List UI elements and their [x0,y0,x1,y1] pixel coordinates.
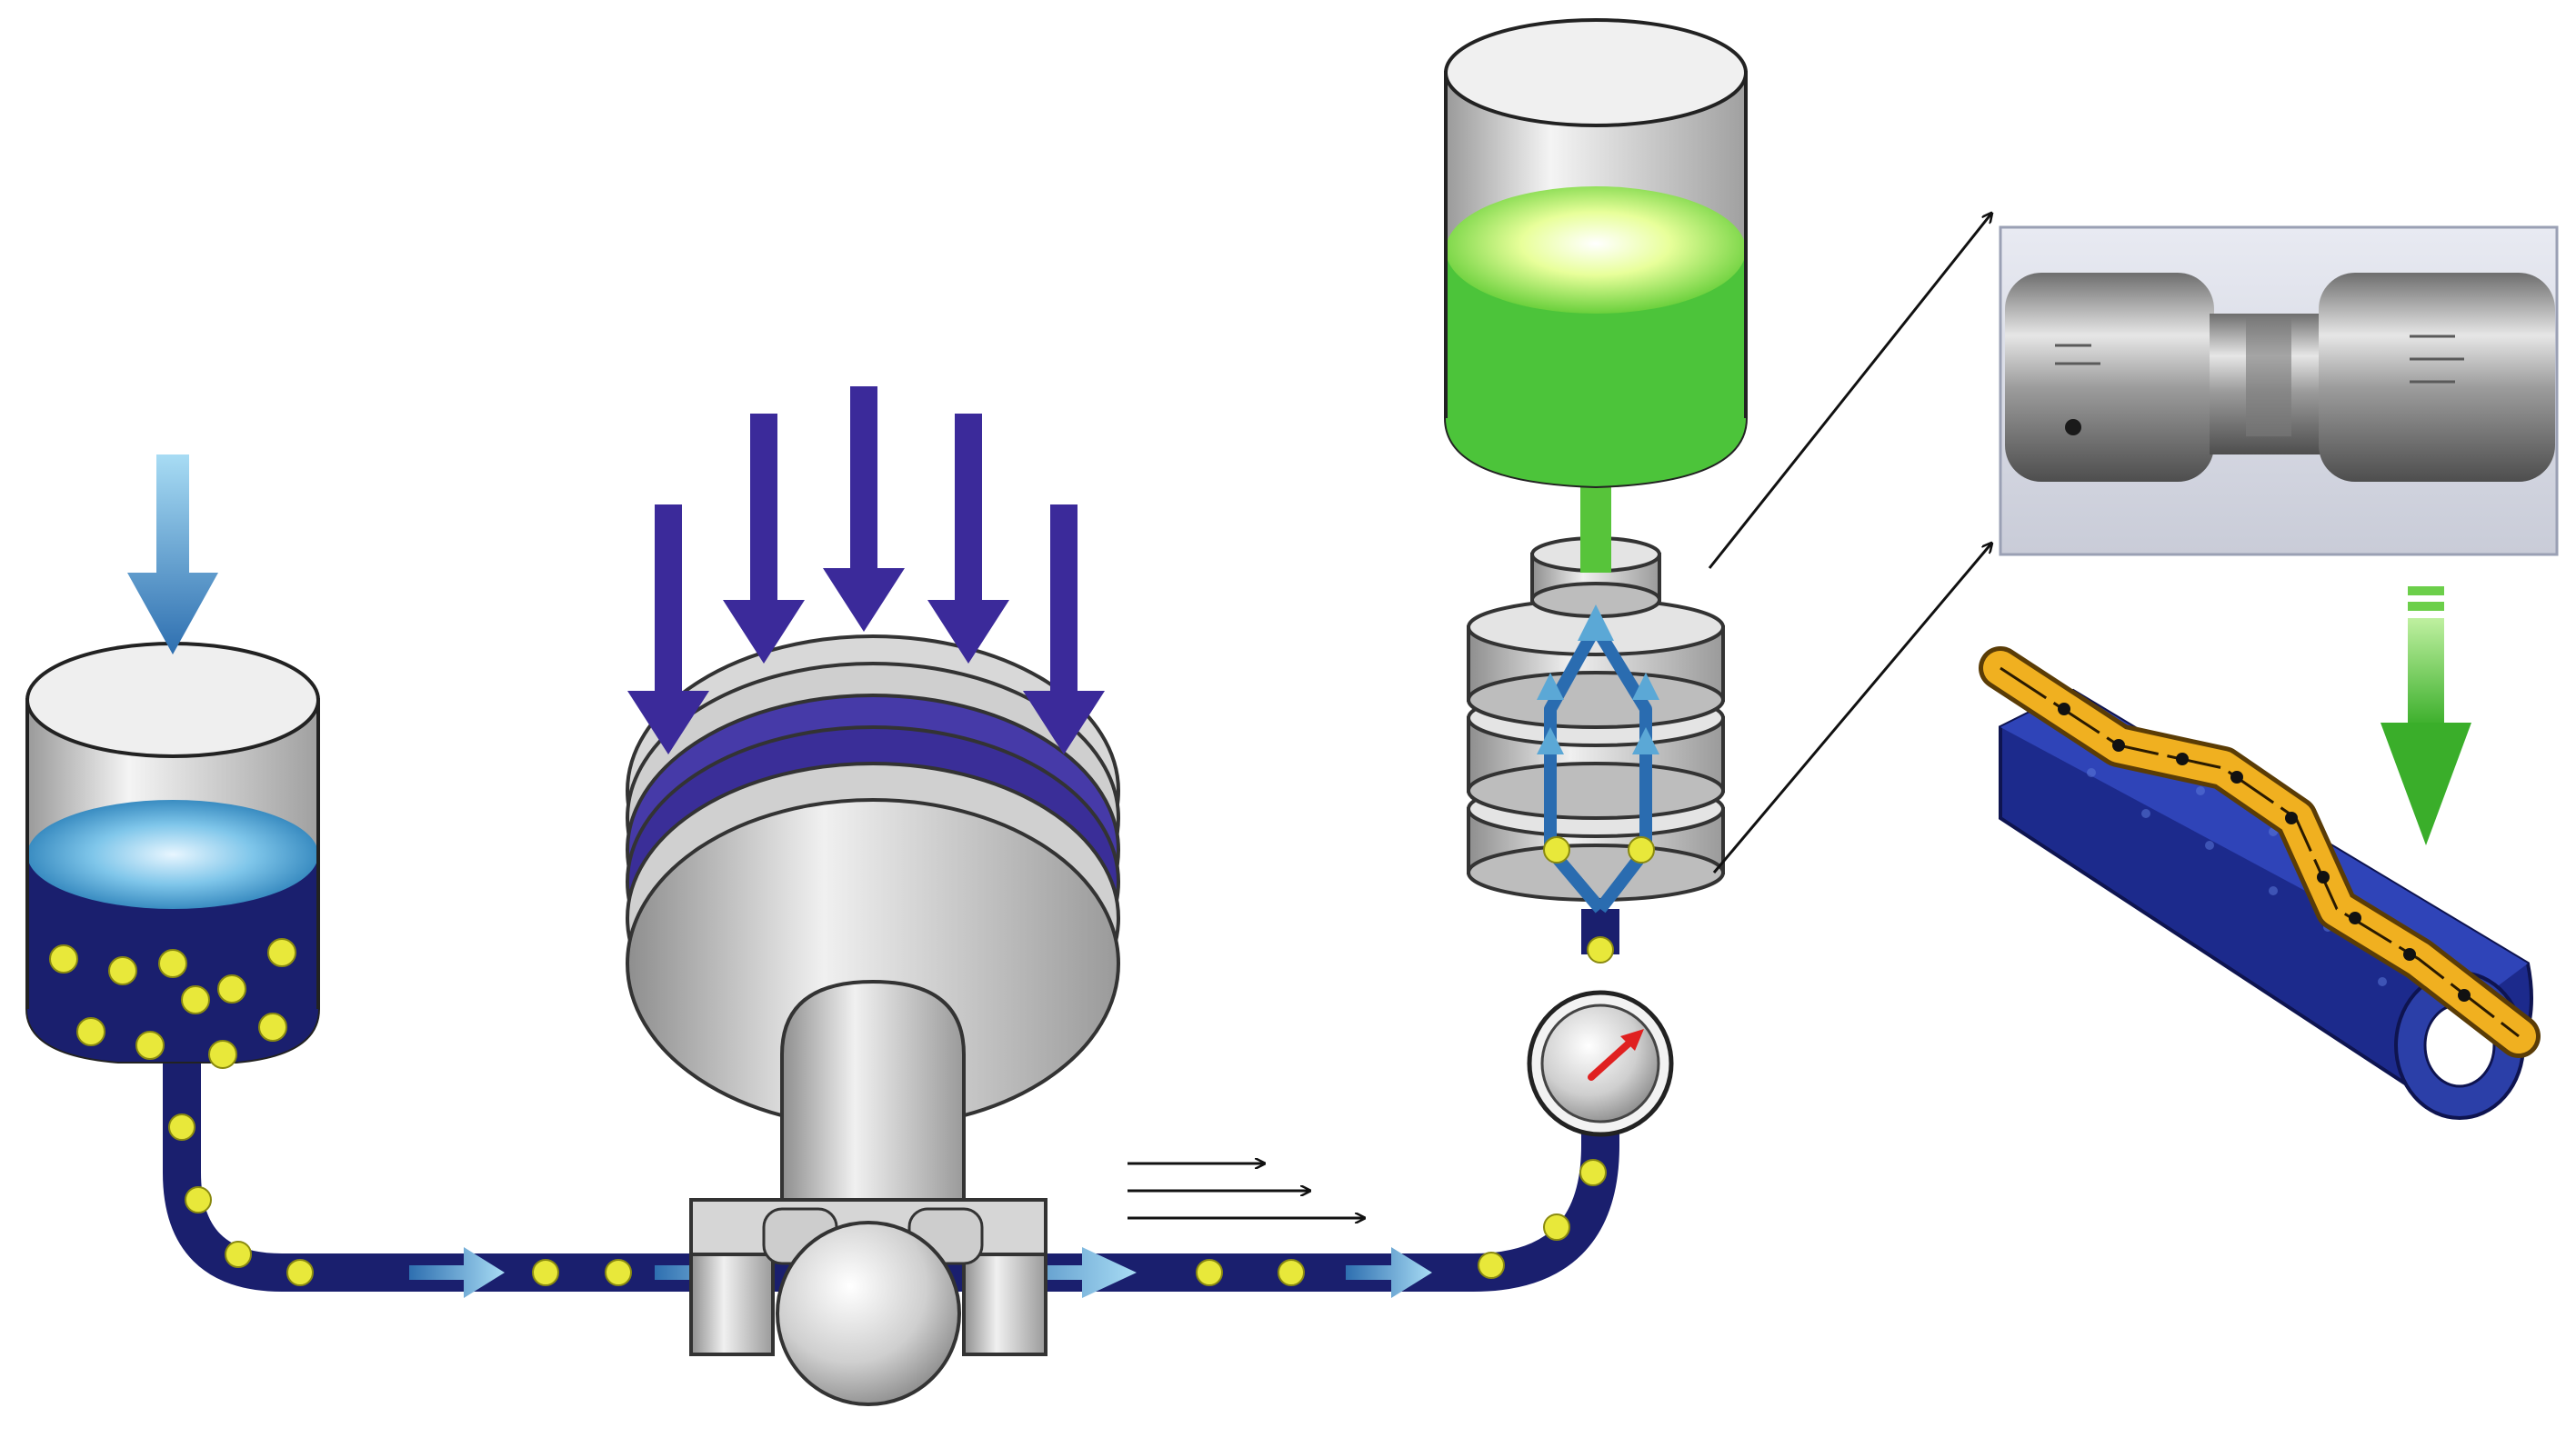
valve-particles [1543,836,1655,864]
green-down-arrow [2381,586,2471,845]
pressure-gauge [1527,990,1674,1137]
channel-particles [2058,703,2471,1002]
pipe-particles [168,936,1614,1286]
motion-lines [1128,1163,1364,1218]
tank-particles [49,938,296,1069]
green-stream [1580,482,1611,573]
pump [626,634,1120,1406]
valve-flow-arrows [1537,604,1659,754]
pump-pressure-arrows [627,386,1105,754]
nozzle-cutaway [1979,646,2541,1120]
homogenizing-valve [1467,536,1725,914]
callout-lines [1708,214,1991,874]
feed-tank [25,642,320,1069]
valve-flow-paths [1544,624,1652,914]
receiver-vessel [1444,18,1748,489]
nozzle-photo [1999,225,2559,556]
feed-inlet-arrow [127,454,218,654]
gauge-needle-icon [1588,1029,1644,1081]
